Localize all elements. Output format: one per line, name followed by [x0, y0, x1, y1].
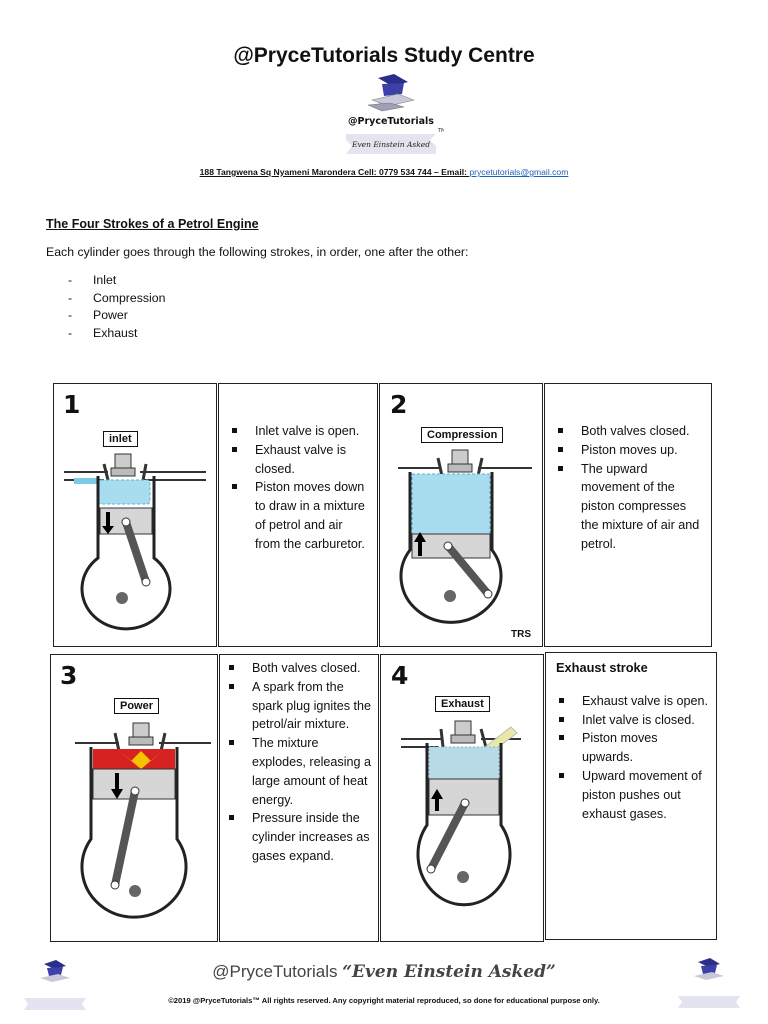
footer-logo-left	[24, 960, 86, 1010]
email-link[interactable]: prycetutorials@gmail.com	[469, 167, 569, 177]
exhaust-bullet: Inlet valve is closed.	[556, 711, 708, 730]
exhaust-bullet: Upward movement of piston pushes out exh…	[556, 767, 708, 823]
section-heading: The Four Strokes of a Petrol Engine	[46, 217, 259, 231]
stroke-number: 1	[63, 390, 81, 419]
exhaust-bullet: Exhaust valve is open.	[556, 692, 708, 711]
footer-logo-right	[678, 958, 740, 1008]
logo-tm: TM	[437, 128, 444, 134]
address-text: 188 Tangwena Sq Nyameni Marondera Cell: …	[199, 167, 470, 177]
stroke-number: 4	[391, 661, 409, 690]
intro-text: Each cylinder goes through the following…	[46, 245, 469, 259]
compression-label: Compression	[421, 427, 504, 443]
stroke-item: Compression	[68, 291, 165, 309]
trs-credit: TRS	[511, 629, 531, 640]
stroke-item: Inlet	[68, 273, 165, 291]
footer-brand-name: @PryceTutorials	[212, 962, 338, 981]
power-diagram-panel: 3 Power	[50, 654, 218, 942]
copyright-text: ©2019 @PryceTutorials™ All rights reserv…	[168, 996, 600, 1005]
strokes-list: Inlet Compression Power Exhaust	[68, 273, 165, 343]
exhaust-description-panel: Exhaust stroke Exhaust valve is open. In…	[545, 652, 717, 940]
power-bullet: Both valves closed.	[226, 659, 372, 678]
compression-bullet: Piston moves up.	[555, 441, 703, 460]
inlet-engine-diagram	[64, 453, 206, 631]
power-description-panel: Both valves closed. A spark from the spa…	[219, 654, 379, 942]
inlet-bullet: Inlet valve is open.	[229, 422, 369, 441]
stroke-number: 2	[390, 390, 408, 419]
power-bullet: The mixture explodes, releasing a large …	[226, 734, 372, 809]
footer-brand: @PryceTutorials “Even Einstein Asked”	[0, 962, 768, 982]
power-label: Power	[114, 698, 160, 714]
logo-name: @PryceTutorials	[348, 116, 434, 127]
compression-engine-diagram	[398, 449, 532, 624]
compression-bullet: The upward movement of the piston compre…	[555, 460, 703, 554]
exhaust-stroke-title: Exhaust stroke	[556, 660, 648, 675]
inlet-description-panel: Inlet valve is open. Exhaust valve is cl…	[218, 383, 378, 647]
exhaust-engine-diagram	[401, 720, 521, 907]
compression-diagram-panel: 2 Compression TRS	[379, 383, 543, 647]
inlet-bullet: Piston moves down to draw in a mixture o…	[229, 478, 369, 553]
inlet-bullet: Exhaust valve is closed.	[229, 441, 369, 479]
power-engine-diagram	[75, 722, 211, 919]
page-title: @PryceTutorials Study Centre	[233, 44, 535, 67]
stroke-item: Exhaust	[68, 326, 165, 344]
compression-bullet: Both valves closed.	[555, 422, 703, 441]
compression-description-panel: Both valves closed. Piston moves up. The…	[544, 383, 712, 647]
exhaust-label: Exhaust	[435, 696, 490, 712]
graduation-cap-logo: @PryceTutorials Even Einstein Asked TM	[346, 74, 444, 154]
power-bullet: Pressure inside the cylinder increases a…	[226, 809, 372, 865]
address-line: 188 Tangwena Sq Nyameni Marondera Cell: …	[0, 167, 768, 177]
inlet-diagram-panel: 1 inlet	[53, 383, 217, 647]
footer-brand-quote: “Even Einstein Asked”	[342, 962, 556, 982]
exhaust-bullet: Piston moves upwards.	[556, 729, 708, 767]
logo-tagline: Even Einstein Asked	[351, 140, 430, 149]
inlet-label: inlet	[103, 431, 138, 447]
stroke-item: Power	[68, 308, 165, 326]
exhaust-diagram-panel: 4 Exhaust	[380, 654, 544, 942]
power-bullet: A spark from the spark plug ignites the …	[226, 678, 372, 734]
stroke-number: 3	[60, 661, 78, 690]
